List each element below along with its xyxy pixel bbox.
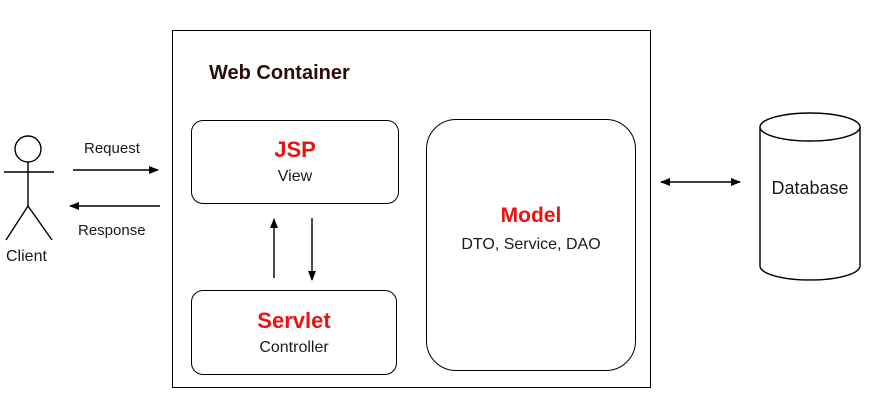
client-actor-icon xyxy=(4,135,54,241)
model-subtitle: DTO, Service, DAO xyxy=(461,236,601,253)
jsp-view-node: JSP View xyxy=(191,120,399,204)
response-label: Response xyxy=(78,222,146,239)
request-label: Request xyxy=(84,140,140,157)
jsp-subtitle: View xyxy=(277,168,313,185)
client-label: Client xyxy=(6,248,47,265)
web-container-boundary xyxy=(172,30,651,388)
web-container-title: Web Container xyxy=(209,62,350,84)
database-label: Database xyxy=(771,178,849,198)
servlet-subtitle: Controller xyxy=(259,338,329,356)
model-node: Model DTO, Service, DAO xyxy=(426,119,636,371)
model-title: Model xyxy=(500,204,562,227)
jsp-title: JSP xyxy=(274,137,316,162)
servlet-title: Servlet xyxy=(257,307,331,333)
servlet-controller-node: Servlet Controller xyxy=(191,290,397,375)
database-cylinder-icon xyxy=(759,112,861,281)
